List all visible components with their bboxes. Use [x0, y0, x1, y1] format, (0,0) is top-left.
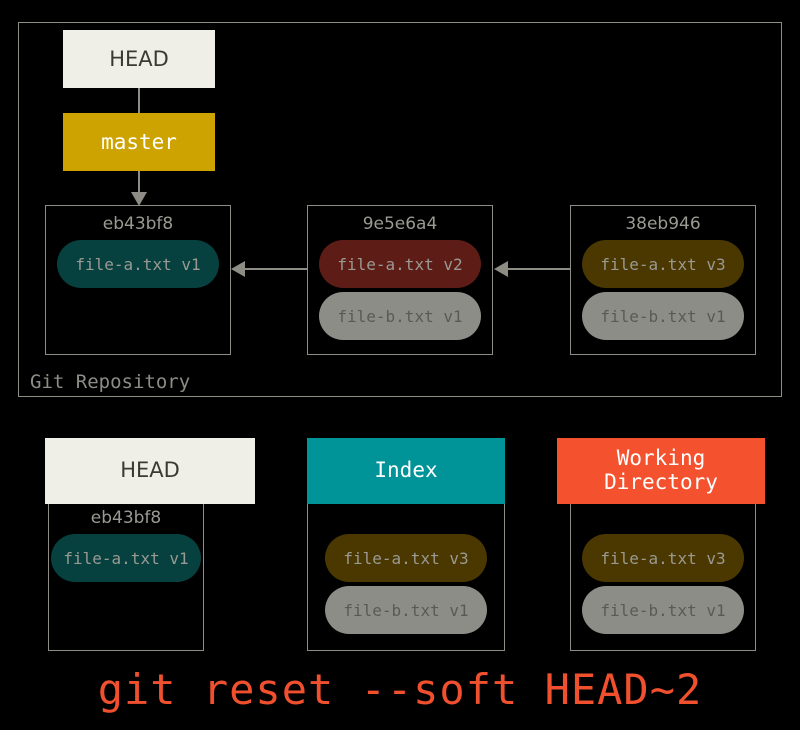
commit-link-arrowhead: [494, 261, 508, 277]
commit-link-line: [508, 268, 570, 270]
area-body-index: file-a.txt v3 file-b.txt v1: [307, 504, 505, 651]
blob-pill: file-b.txt v1: [319, 292, 481, 340]
head-to-master-connector: [138, 88, 140, 113]
area-sha: [308, 504, 504, 530]
commit-sha: eb43bf8: [102, 214, 174, 234]
area-sha: eb43bf8: [90, 508, 162, 528]
commit-node-38eb946: 38eb946 file-a.txt v3 file-b.txt v1: [570, 205, 756, 355]
master-to-commit-arrowhead: [131, 192, 147, 206]
blob-pill: file-a.txt v3: [582, 534, 744, 582]
master-branch-box: master: [63, 113, 215, 171]
commit-link-line: [245, 268, 307, 270]
git-repository-label: Git Repository: [30, 371, 191, 393]
commit-sha: 9e5e6a4: [362, 214, 438, 234]
commit-node-eb43bf8: eb43bf8 file-a.txt v1: [45, 205, 231, 355]
area-header-index: Index: [307, 438, 505, 504]
area-body-head: eb43bf8 file-a.txt v1: [48, 504, 204, 651]
blob-pill: file-b.txt v1: [582, 586, 744, 634]
command-caption: git reset --soft HEAD~2: [97, 665, 703, 714]
blob-pill: file-a.txt v3: [325, 534, 487, 582]
blob-pill: file-a.txt v2: [319, 240, 481, 288]
blob-pill: file-a.txt v1: [51, 534, 201, 582]
area-header-head: HEAD: [45, 438, 255, 504]
area-body-working-directory: file-a.txt v3 file-b.txt v1: [570, 504, 756, 651]
head-ref-box: HEAD: [63, 30, 215, 88]
commit-node-9e5e6a4: 9e5e6a4 file-a.txt v2 file-b.txt v1: [307, 205, 493, 355]
commit-link-arrowhead: [231, 261, 245, 277]
area-header-working-directory: Working Directory: [557, 438, 765, 504]
area-sha: [571, 504, 755, 530]
commit-sha: 38eb946: [625, 214, 701, 234]
blob-pill: file-a.txt v1: [57, 240, 219, 288]
master-to-commit-connector: [138, 171, 140, 195]
git-repository-frame: [18, 22, 782, 397]
blob-pill: file-a.txt v3: [582, 240, 744, 288]
blob-pill: file-b.txt v1: [582, 292, 744, 340]
blob-pill: file-b.txt v1: [325, 586, 487, 634]
